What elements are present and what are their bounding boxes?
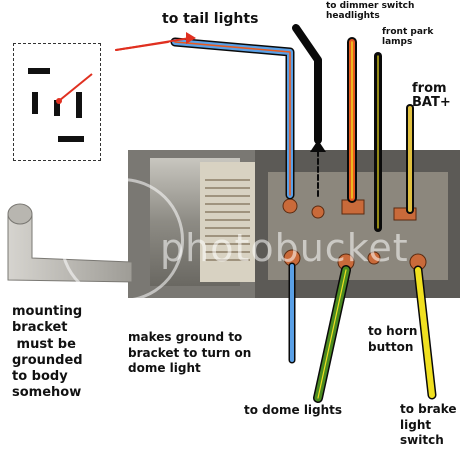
inset-terminal-3 <box>54 100 60 116</box>
label-ground-dome: makes ground to bracket to turn on dome … <box>128 330 252 376</box>
watermark-circle <box>60 178 184 302</box>
arrow-red-shaft <box>115 37 191 51</box>
label-mounting-bracket: mounting bracket must be grounded to bod… <box>12 304 83 401</box>
inset-red-line <box>59 73 93 101</box>
arrow-indicator-head <box>310 140 326 152</box>
label-tail-lights: to tail lights <box>162 11 259 27</box>
arrow-red-head <box>186 32 196 44</box>
label-dome-lights: to dome lights <box>244 403 343 417</box>
label-from-bat: from BAT+ <box>412 81 451 111</box>
label-dimmer-switch: to dimmer switch headlights <box>326 1 415 21</box>
inset-red-dot <box>56 98 62 104</box>
wires <box>115 24 437 403</box>
wire-tail-stripe <box>174 41 291 196</box>
wire-brake <box>415 267 435 398</box>
inset-terminal-5 <box>58 136 84 142</box>
terminal-indicator <box>311 205 325 219</box>
label-horn: to horn button <box>368 324 418 354</box>
inset-schematic <box>28 68 93 142</box>
inset-terminal-2 <box>32 92 38 114</box>
inset-terminal-4 <box>76 92 82 118</box>
label-front-park: front park lamps <box>382 27 434 47</box>
terminal-mid <box>367 251 381 265</box>
label-brake-switch: to brake light switch <box>400 402 457 448</box>
label-indicator-fuse: to indicator fuse. then dash illumin <box>122 53 240 81</box>
rheostat-coil <box>205 179 250 261</box>
watermark-text: photobucket <box>160 226 409 270</box>
wire-black <box>292 24 322 144</box>
switch-coil-area <box>200 162 255 282</box>
terminal-layout-inset <box>13 43 101 161</box>
terminal-tail <box>282 198 298 214</box>
inset-terminal-1 <box>28 68 50 74</box>
wire-dome-stripe <box>317 269 347 399</box>
